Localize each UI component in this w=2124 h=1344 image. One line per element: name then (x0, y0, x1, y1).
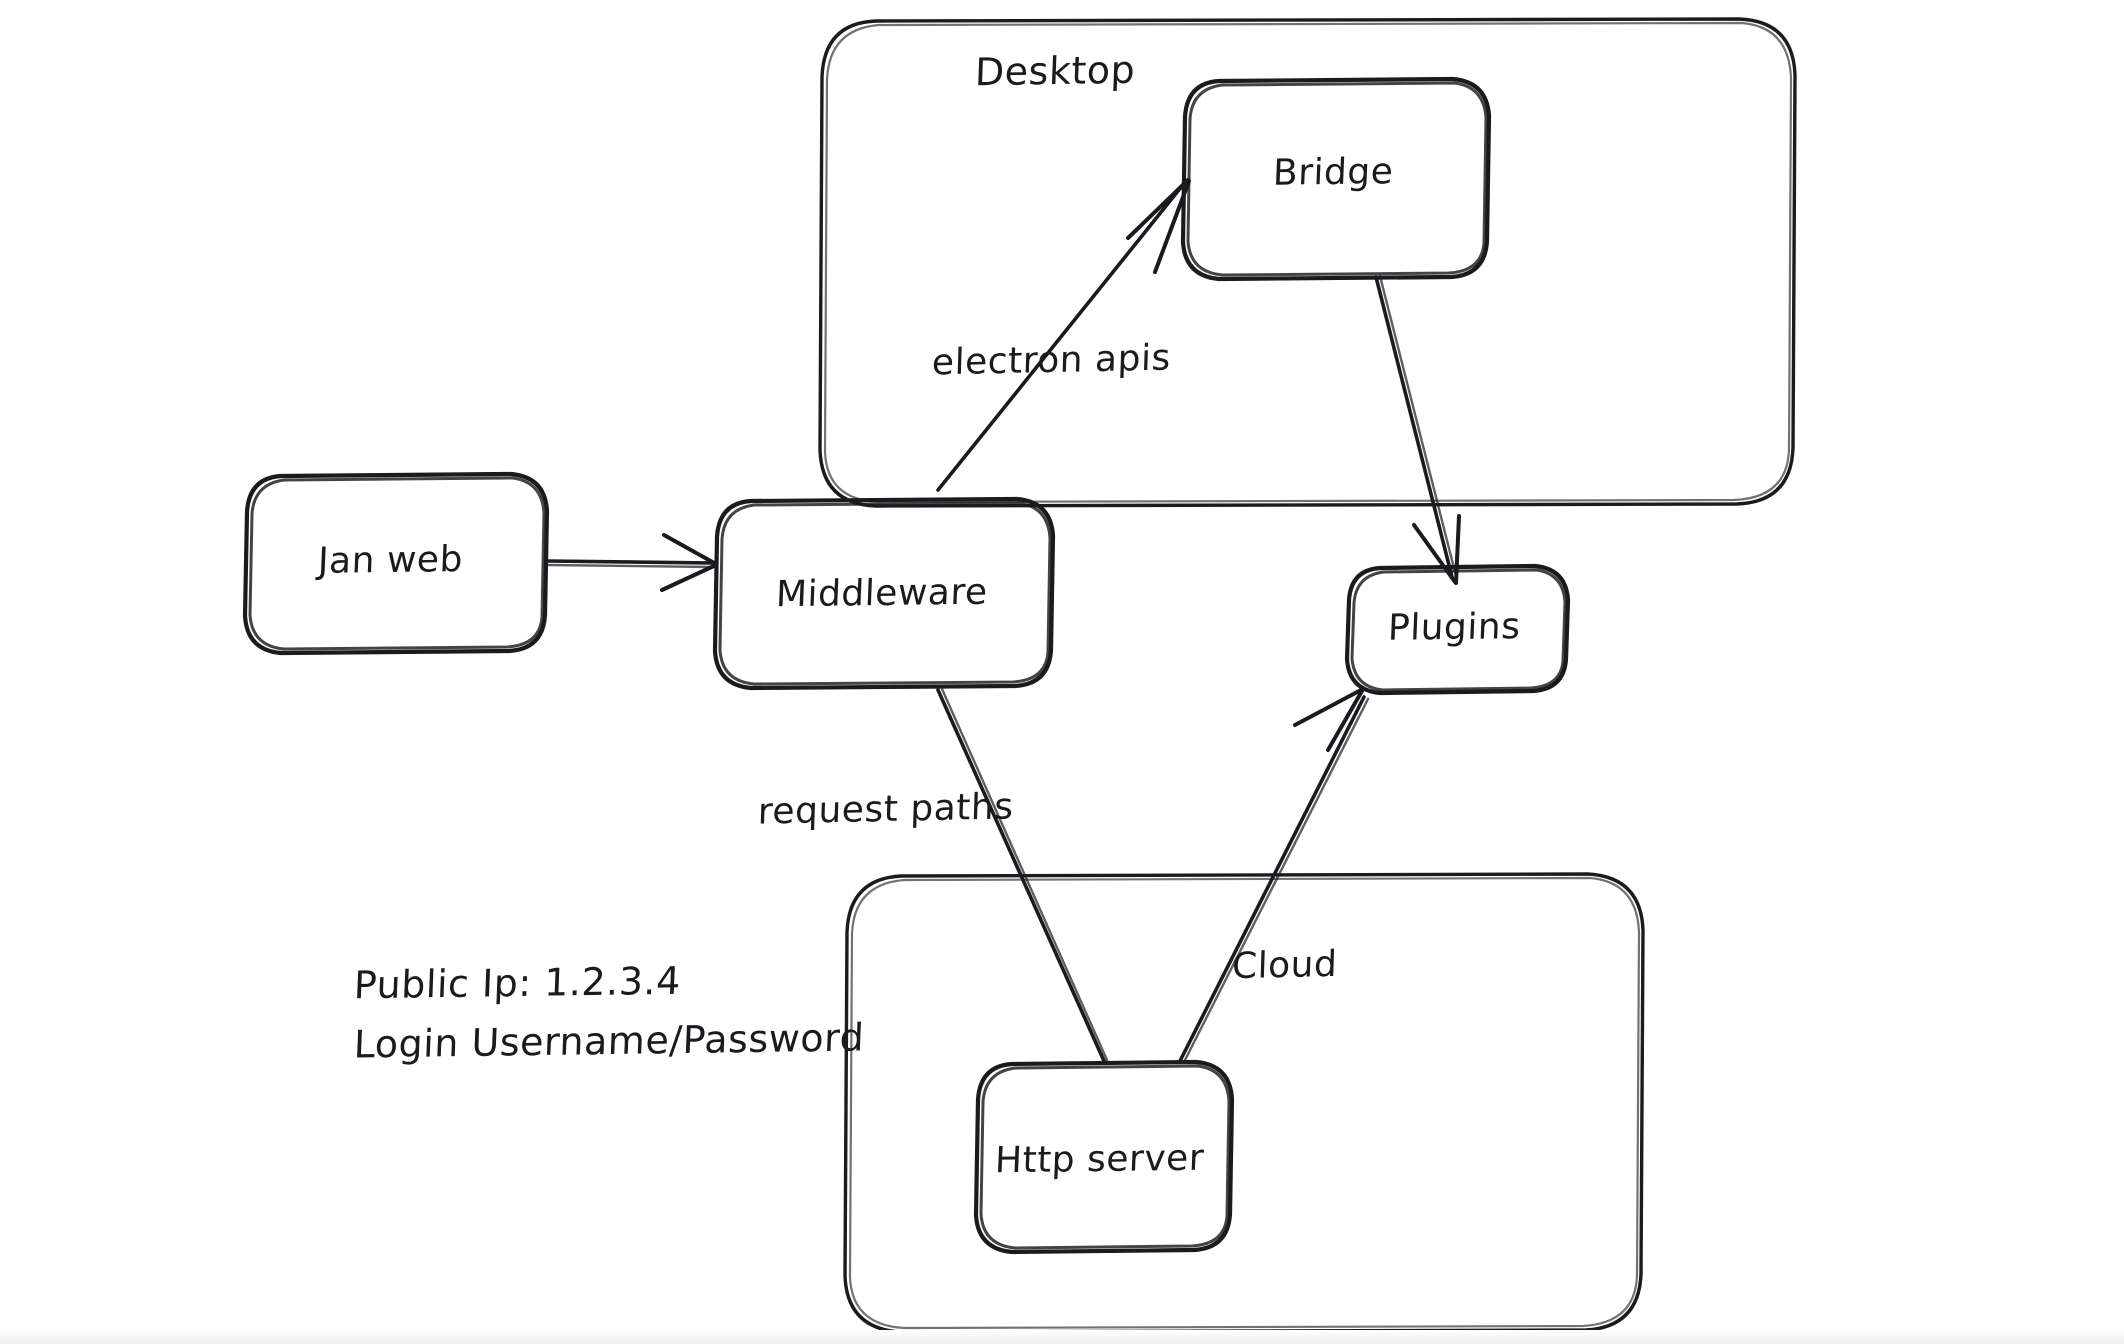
note-login-credentials: Login Username/Password (352, 1015, 866, 1067)
edge-bridge-to-plugins (1374, 274, 1461, 585)
edge-label-electron-apis: electron apis (931, 337, 1172, 384)
node-label-plugins: Plugins (1387, 606, 1522, 649)
group-label-desktop: Desktop (974, 47, 1137, 95)
edge-http-server-to-plugins (1178, 688, 1370, 1064)
node-http-server[interactable] (973, 1059, 1235, 1255)
node-bridge[interactable] (1180, 76, 1492, 282)
edge-label-request-paths: request paths (757, 786, 1015, 833)
group-desktop-container[interactable] (818, 17, 1797, 508)
edge-middleware-to-http-server (936, 687, 1109, 1063)
node-label-jan-web: Jan web (317, 539, 464, 582)
node-jan-web[interactable] (242, 471, 550, 656)
note-public-ip: Public Ip: 1.2.3.4 (353, 958, 682, 1008)
node-middleware[interactable] (712, 496, 1056, 691)
node-label-bridge: Bridge (1272, 151, 1395, 194)
bottom-scroll-band (0, 1330, 2124, 1344)
node-label-middleware: Middleware (775, 571, 989, 616)
edge-middleware-to-bridge (936, 178, 1191, 492)
edge-jan-web-to-middleware (546, 533, 718, 592)
edge-label-cloud: Cloud (1231, 943, 1339, 988)
node-label-http-server: Http server (994, 1137, 1205, 1182)
node-plugins[interactable] (1344, 563, 1571, 696)
